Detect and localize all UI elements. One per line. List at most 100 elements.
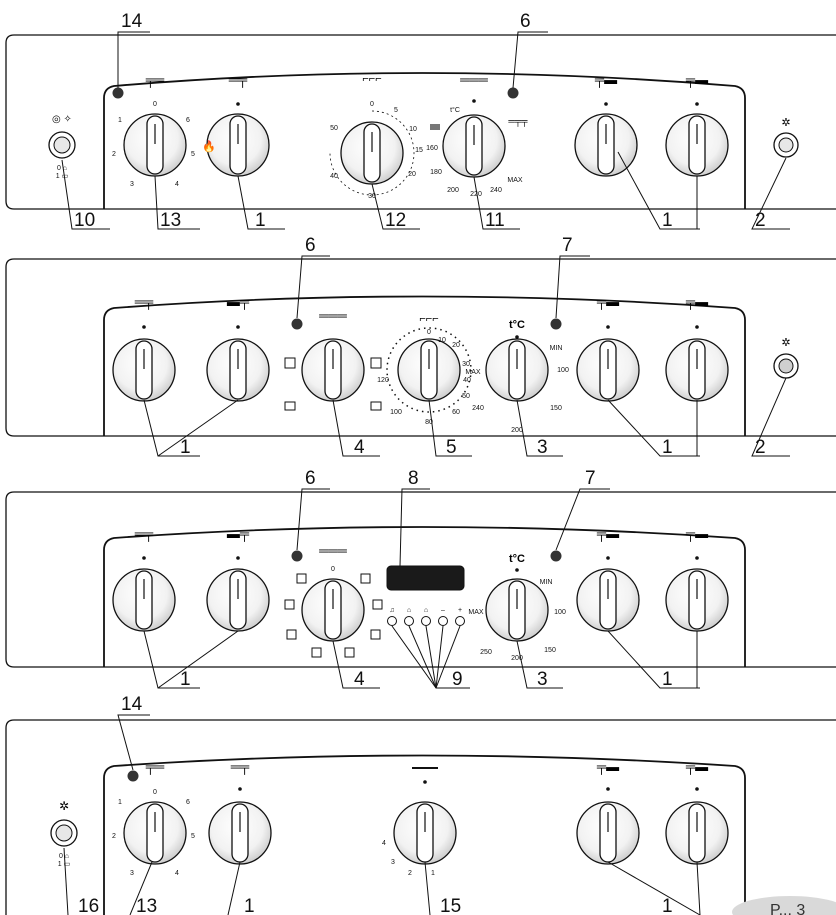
light-switch[interactable]: ◎ ✧ 0 ⌂ 1 ▭ xyxy=(48,114,76,180)
tick-label: MAX xyxy=(468,609,484,616)
tick-label: 3 xyxy=(130,870,134,877)
spark-icon: ✲ xyxy=(59,799,69,813)
hob-selector-knob[interactable]: ╤═ 0 1 2 3 4 5 6 xyxy=(112,759,195,877)
tick-label: 2 xyxy=(112,151,116,158)
tick-label: 240 xyxy=(490,187,502,194)
panel-2: ═╤ ▬╤ ═══ ⌐⌐⌐ 0 10 2 xyxy=(5,235,836,458)
callout-number: 13 xyxy=(136,896,157,915)
tick-label: 1 xyxy=(118,799,122,806)
tick-label: 250 xyxy=(480,649,492,656)
tick-label: 0 xyxy=(153,101,157,108)
tick-label: 150 xyxy=(550,405,562,412)
tick-label: 20 xyxy=(408,171,416,178)
burner-knob[interactable]: ╤▬ xyxy=(574,72,638,177)
callout-number: 12 xyxy=(385,210,406,231)
tick-label: 200 xyxy=(511,427,523,434)
callout-number: 1 xyxy=(662,437,673,458)
callout-number: 1 xyxy=(662,669,673,690)
oven-thermostat-knob[interactable]: t°C MIN 100 150 200 250 MAX xyxy=(468,553,566,662)
callouts xyxy=(63,714,701,915)
oven-thermostat-knob[interactable]: t°C MIN 100 150 200 240 xyxy=(472,319,569,434)
plus-button[interactable] xyxy=(455,616,465,626)
callout-number: 9 xyxy=(452,669,463,690)
burner-knob[interactable]: ╤▬ xyxy=(665,294,729,402)
programmer-buttons[interactable]: ♫ ⌂ ⌂ – + xyxy=(387,607,465,626)
burner-rear-left-icon: ═╤ xyxy=(134,526,154,543)
spark-icon: ✲ xyxy=(781,117,790,129)
hob-selector-icon: ╤═ xyxy=(145,72,165,89)
tick-label: 2 xyxy=(408,870,412,877)
timer-knob[interactable]: ⌐⌐⌐ 0 10 20 30 40 50 60 80 100 120 MAX xyxy=(377,313,481,426)
burner-knob[interactable]: ╤▬ xyxy=(665,526,729,632)
callout-number: 6 xyxy=(520,11,531,32)
light-switch[interactable]: ✲ 0 ⌂ 1 ▭ xyxy=(50,799,78,868)
oven-thermostat-label: t°C xyxy=(509,553,525,565)
tick-label: 200 xyxy=(511,655,523,662)
burner-front-right-icon: ╤▬ xyxy=(685,759,708,776)
tick-label: 1 xyxy=(118,117,122,124)
burner-knob[interactable]: ═╤ xyxy=(208,759,272,865)
burner-rear-right-icon: ╤▬ xyxy=(596,526,619,543)
burner-knob[interactable]: ▬╤ xyxy=(206,294,270,402)
burner-rear-right-icon: ╤▬ xyxy=(594,72,617,89)
ignition-button[interactable]: ✲ xyxy=(773,337,799,379)
tick-label: 220 xyxy=(470,191,482,198)
bottom-heat-icon: ═╤╤ xyxy=(507,116,528,127)
burner-knob[interactable]: ╤▬ xyxy=(576,294,640,402)
burner-knob[interactable]: ▬╤ xyxy=(206,526,270,632)
callout-number: 14 xyxy=(121,694,143,715)
burner-knob[interactable]: ╤▬ xyxy=(576,759,640,865)
bell-button[interactable] xyxy=(387,616,397,626)
panel-4: ✲ 0 ⌂ 1 ▭ ╤═ 0 1 2 3 4 5 6 ═╤ xyxy=(5,694,836,915)
indicator-lamp xyxy=(291,318,303,330)
light-switch-sub-1: 1 ▭ xyxy=(58,861,70,868)
timer-knob[interactable]: ⌐⌐⌐ 0 5 10 15 20 30 40 50 xyxy=(329,73,423,200)
burner-knob[interactable]: ╤▬ xyxy=(665,72,729,177)
burner-knob[interactable]: ╤▬ xyxy=(665,759,729,865)
tick-label: 60 xyxy=(452,409,460,416)
tick-label: 1 xyxy=(431,870,435,877)
burner-knob[interactable]: ╤▬ xyxy=(576,526,640,632)
cook-time-button[interactable] xyxy=(404,616,414,626)
burner-front-right-icon: ╤▬ xyxy=(685,526,708,543)
oven-thermostat-knob[interactable]: ═══ t°C 160 180 200 220 240 MAX ═╤╤ xyxy=(426,72,528,198)
page-tab-label: P... 3 xyxy=(770,902,805,915)
tick-label: 30 xyxy=(368,193,376,200)
burner-front-right-icon: ╤▬ xyxy=(685,294,708,311)
tick-label: 30 xyxy=(462,361,470,368)
oven-function-knob[interactable]: ═══ 0 xyxy=(284,543,383,658)
tick-label: MAX xyxy=(507,177,523,184)
tick-label: 120 xyxy=(377,377,389,384)
callouts xyxy=(61,31,790,230)
callout-number: 1 xyxy=(255,210,266,231)
tick-label: 40 xyxy=(330,173,338,180)
tick-label: 5 xyxy=(191,151,195,158)
burner-front-left-icon: ▬╤ xyxy=(227,294,250,311)
callout-number: 6 xyxy=(305,235,316,256)
callout-number: 16 xyxy=(78,896,99,915)
oven-function-icon: ═══ xyxy=(318,543,347,558)
tick-label: 180 xyxy=(430,169,442,176)
digital-display xyxy=(386,565,465,591)
burner-front-left-icon: ═╤ xyxy=(230,759,250,776)
panel-1: ◎ ✧ 0 ⌂ 1 ▭ ╤═ 0 1 2 3 4 5 6 ═╤ 🔥 xyxy=(5,11,836,231)
tick-label: t°C xyxy=(450,106,460,114)
callout-number: 1 xyxy=(662,896,673,915)
hob-selector-icon: ╤═ xyxy=(145,759,165,776)
tick-label: 0 xyxy=(331,566,335,573)
burner-knob[interactable]: ═╤ xyxy=(112,294,176,402)
light-switch-sub-0: 0 ⌂ xyxy=(59,853,69,860)
minus-button[interactable] xyxy=(438,616,448,626)
callout-number: 2 xyxy=(755,437,766,458)
burner-rear-right-icon: ╤▬ xyxy=(596,294,619,311)
spark-icon: ✲ xyxy=(781,337,790,349)
tick-label: 4 xyxy=(175,181,179,188)
callout-number: 5 xyxy=(446,437,457,458)
ignition-button[interactable]: ✲ xyxy=(773,117,799,158)
timer-icon: ⌐⌐⌐ xyxy=(419,313,438,325)
end-time-button[interactable] xyxy=(421,616,431,626)
tick-label: 4 xyxy=(382,840,386,847)
tick-label: 2 xyxy=(112,833,116,840)
burner-knob[interactable]: ═╤ xyxy=(112,526,176,632)
